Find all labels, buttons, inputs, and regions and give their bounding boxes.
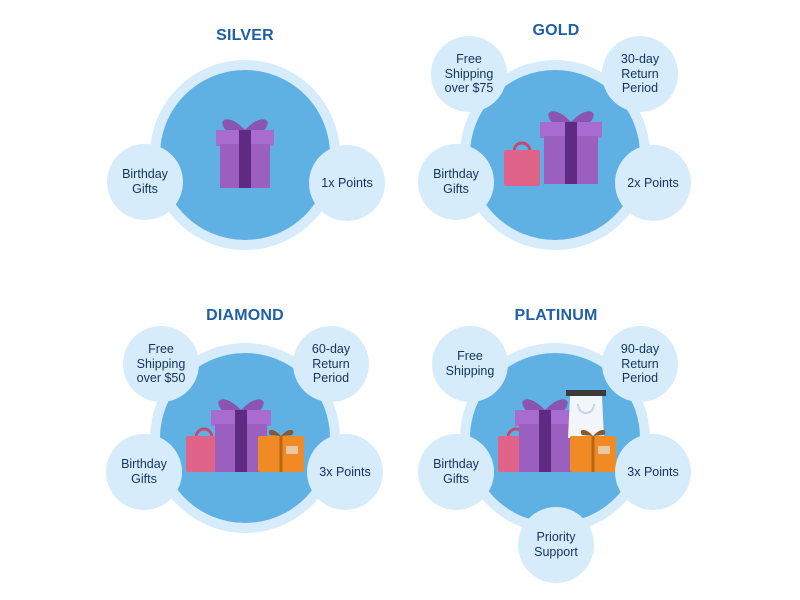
diamond-free-shipping: Free Shipping over $50 [123, 326, 199, 402]
gold-return-period: 30-day Return Period [602, 36, 678, 112]
platinum-points: 3x Points [615, 434, 691, 510]
shopping-bag-icon [504, 141, 540, 186]
orange-box-icon [570, 429, 616, 472]
gold-birthday-gifts: Birthday Gifts [418, 144, 494, 220]
shopping-bag-icon [186, 427, 222, 472]
platinum-return-period: 90-day Return Period [602, 326, 678, 402]
gold-title: GOLD [532, 22, 580, 39]
diamond-title: DIAMOND [206, 307, 284, 324]
diamond-return-period: 60-day Return Period [293, 326, 369, 402]
silver-title: SILVER [216, 27, 274, 44]
gift-box-icon [216, 119, 274, 188]
gift-box-icon [515, 399, 575, 472]
gold-free-shipping: Free Shipping over $75 [431, 36, 507, 112]
diamond-points: 3x Points [307, 434, 383, 510]
platinum-free-shipping: Free Shipping [432, 326, 508, 402]
gift-box-icon [540, 111, 602, 184]
white-bag-icon [566, 390, 606, 438]
silver-points: 1x Points [309, 145, 385, 221]
silver-birthday-gifts: Birthday Gifts [107, 144, 183, 220]
platinum-title: PLATINUM [514, 307, 598, 324]
gold-points: 2x Points [615, 145, 691, 221]
orange-box-icon [258, 429, 304, 472]
platinum-priority-support: Priority Support [518, 507, 594, 583]
platinum-birthday-gifts: Birthday Gifts [418, 434, 494, 510]
diamond-birthday-gifts: Birthday Gifts [106, 434, 182, 510]
